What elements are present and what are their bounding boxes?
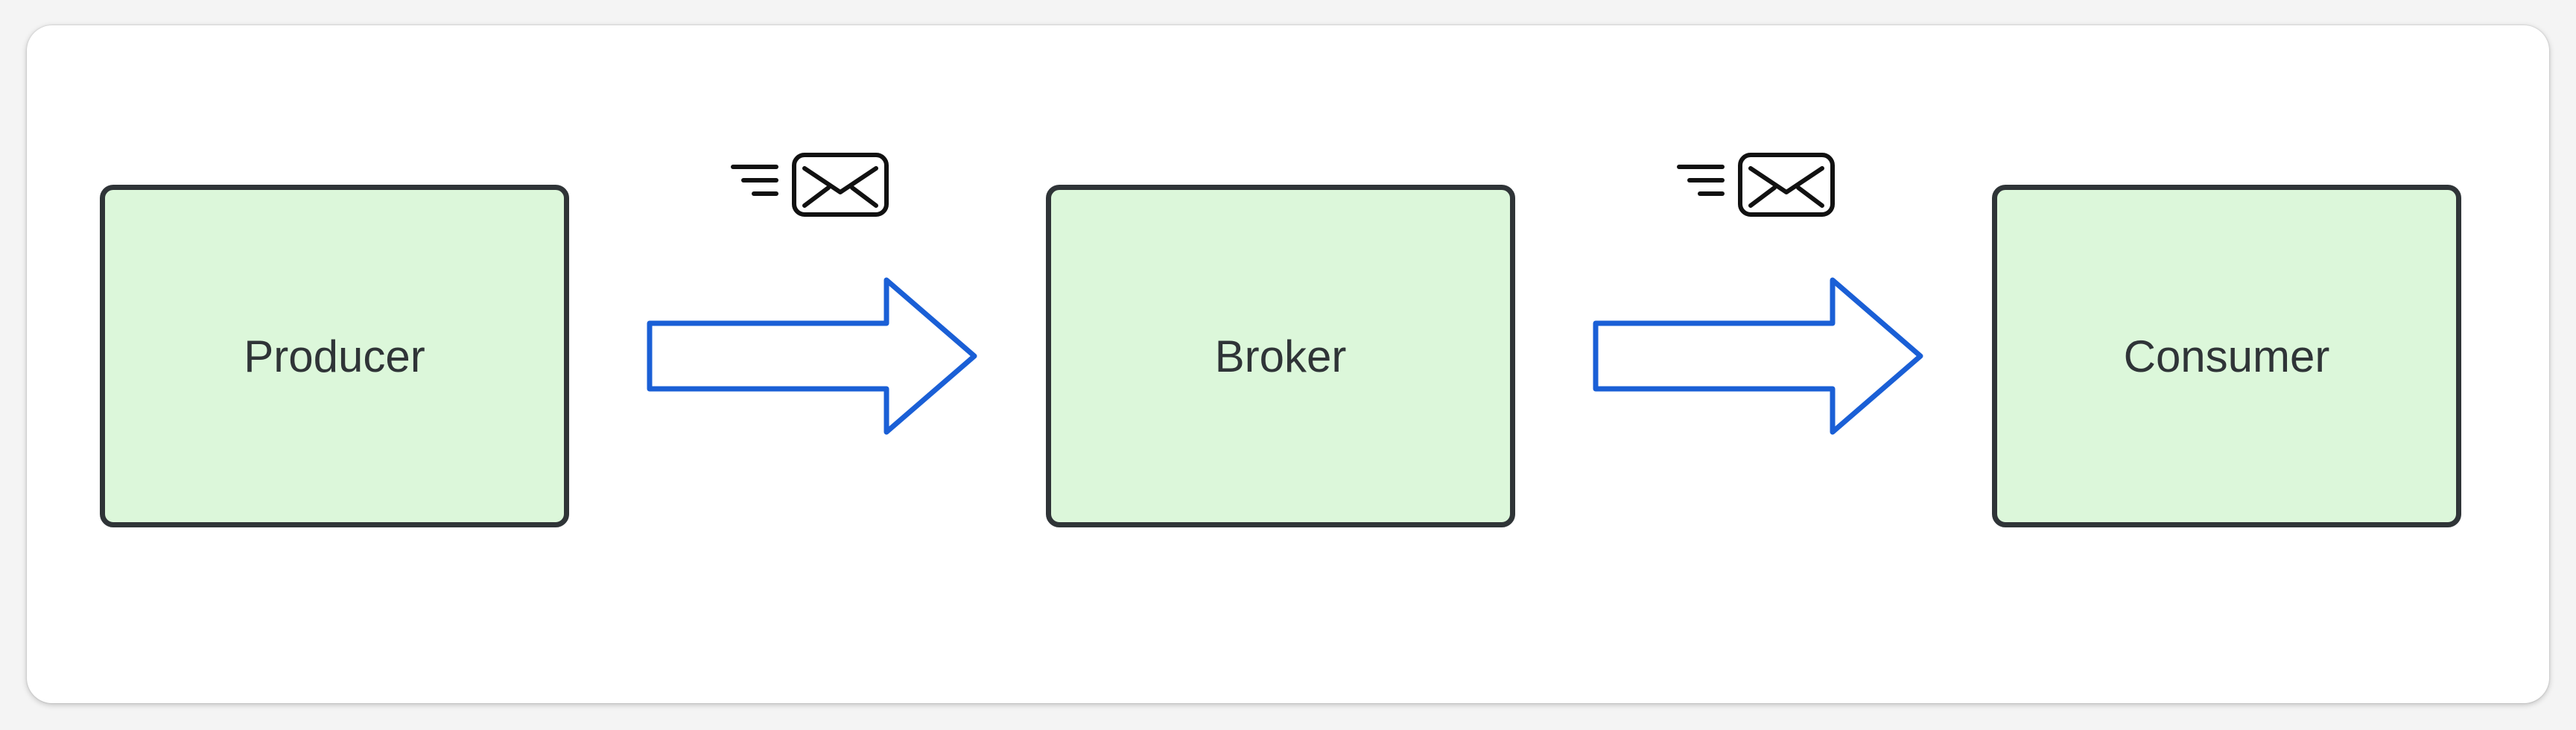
- flow-arrow-broker-to-consumer: [1593, 277, 1923, 435]
- flow-arrow-producer-to-broker: [647, 277, 977, 435]
- broker-node: Broker: [1046, 185, 1515, 527]
- consumer-label: Consumer: [2123, 331, 2330, 381]
- message-envelope-icon: [1677, 153, 1835, 217]
- producer-label: Producer: [244, 331, 425, 381]
- message-envelope-icon: [731, 153, 889, 217]
- producer-node: Producer: [100, 185, 569, 527]
- consumer-node: Consumer: [1992, 185, 2461, 527]
- broker-label: Broker: [1214, 331, 1347, 381]
